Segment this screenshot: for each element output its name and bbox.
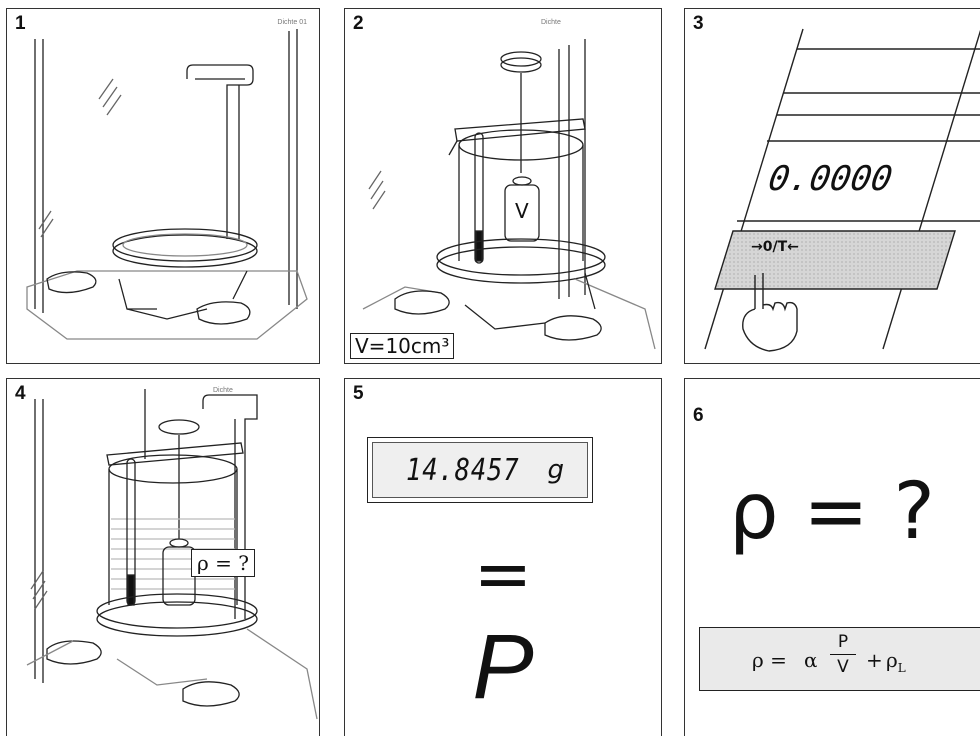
step-number: 1 [15, 13, 26, 34]
balance-immersion-illustration [26, 389, 318, 720]
density-formula: ρ = α P V + ρL [699, 627, 980, 691]
weight-unit: g [547, 455, 564, 485]
formula-alpha: α [804, 648, 818, 672]
formula-plus: + [866, 648, 883, 672]
weight-display-screen: 14.8457 g [372, 442, 588, 498]
balance-display-readout: 0.0000 [765, 159, 896, 199]
panel-caption: Dichte [541, 19, 561, 26]
display-tare-illustration [704, 28, 980, 352]
balance-illustration [26, 29, 308, 340]
panel-step-6: 6 ρ = ? ρ = α P V + ρL [684, 378, 980, 736]
formula-numerator: P [837, 632, 849, 652]
panel-caption: Dichte 01 [277, 19, 307, 26]
step-number: 3 [693, 13, 704, 34]
weight-symbol: P [472, 616, 534, 718]
panel-step-4: 4 Dichte [6, 378, 320, 736]
tare-key[interactable]: →0/T← [751, 239, 799, 255]
weight-display: 14.8457 g [367, 437, 593, 503]
formula-rho-l-subscript: L [897, 661, 906, 675]
panel-step-5: 5 14.8457 g = P [344, 378, 662, 736]
formula-rho-liquid: ρL [886, 648, 906, 675]
step-number: 5 [353, 383, 364, 404]
step-number: 6 [693, 405, 704, 426]
formula-denominator: V [837, 657, 849, 677]
volume-label: V=10cm³ [350, 333, 455, 359]
panel-step-2: 2 Dichte [344, 8, 662, 364]
balance-sinker-illustration [362, 39, 656, 350]
panel-step-1: 1 Dichte 01 [6, 8, 320, 364]
step-number: 2 [353, 13, 364, 34]
panel-caption: Dichte [213, 387, 233, 394]
density-question: ρ = ? [729, 467, 935, 557]
unknown-density-label: ρ = ? [191, 549, 255, 577]
formula-rho-l: ρ [886, 648, 898, 672]
fraction-bar [830, 654, 856, 655]
formula-rho: ρ = [752, 648, 787, 672]
weight-value: 14.8457 [406, 452, 520, 488]
sinker-label: V [515, 199, 529, 223]
formula-fraction: P V [830, 632, 856, 677]
panel-step-3: 3 0.0000 →0/T← [684, 8, 980, 364]
step-number: 4 [15, 383, 26, 404]
equals-sign: = [473, 533, 533, 615]
